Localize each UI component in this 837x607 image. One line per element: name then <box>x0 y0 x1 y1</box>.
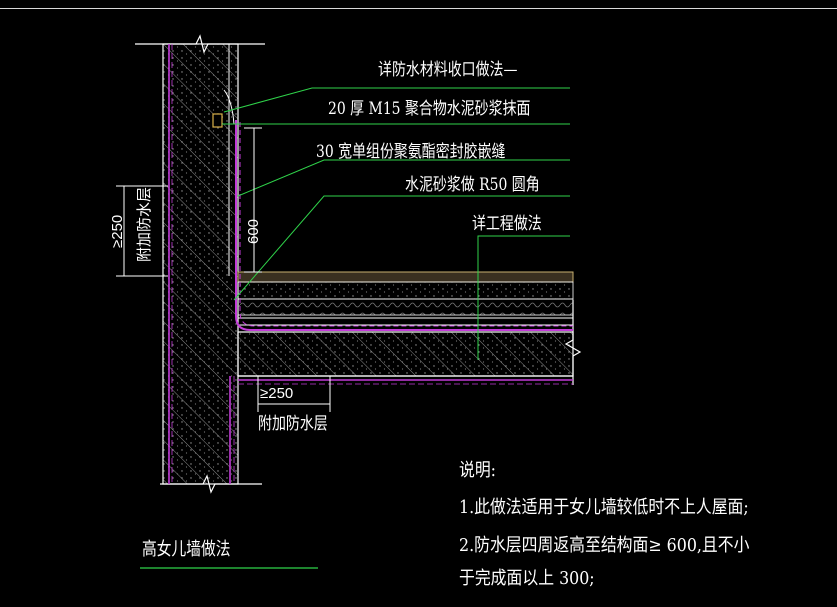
break-symbol-slab <box>564 300 582 385</box>
termination-detail <box>212 89 235 128</box>
top-border-line <box>0 8 837 9</box>
drawing-title: 高女儿墙做法 <box>142 539 231 560</box>
dimension-slab-additional: ≥250 <box>260 385 294 402</box>
callout-label: 详防水材料收口做法— <box>378 60 518 80</box>
dimension-upturn: 600 <box>245 218 262 244</box>
callout-label: 详工程做法 <box>472 214 542 234</box>
notes-line: 1.此做法适用于女儿墙较低时不上人屋面; <box>459 497 749 518</box>
slab-additional-layer-label: 附加防水层 <box>258 414 328 434</box>
wall-additional-layer-label: 附加防水层 <box>135 186 153 262</box>
break-symbol-top <box>135 34 265 54</box>
roof-slab <box>237 331 574 484</box>
waterproof-membrane <box>168 44 573 484</box>
notes-line: 2.防水层四周返高至结构面≥ 600,且不小 <box>459 535 750 556</box>
callout-label: 水泥砂浆做 R50 圆角 <box>405 175 540 195</box>
leader-lines <box>222 87 570 360</box>
roof-buildup-layers <box>237 271 574 326</box>
callout-label: 20 厚 M15 聚合物水泥砂浆抹面 <box>328 99 531 119</box>
parapet-wall <box>162 43 239 485</box>
notes-line: 于完成面以上 300; <box>459 568 595 589</box>
notes-heading: 说明: <box>459 460 497 481</box>
dimension-wall-additional: ≥250 <box>109 214 126 248</box>
break-symbol-bottom <box>160 474 262 494</box>
dimension-lines <box>116 127 331 412</box>
callout-label: 30 宽单组份聚氨酯密封胶嵌缝 <box>316 142 506 162</box>
